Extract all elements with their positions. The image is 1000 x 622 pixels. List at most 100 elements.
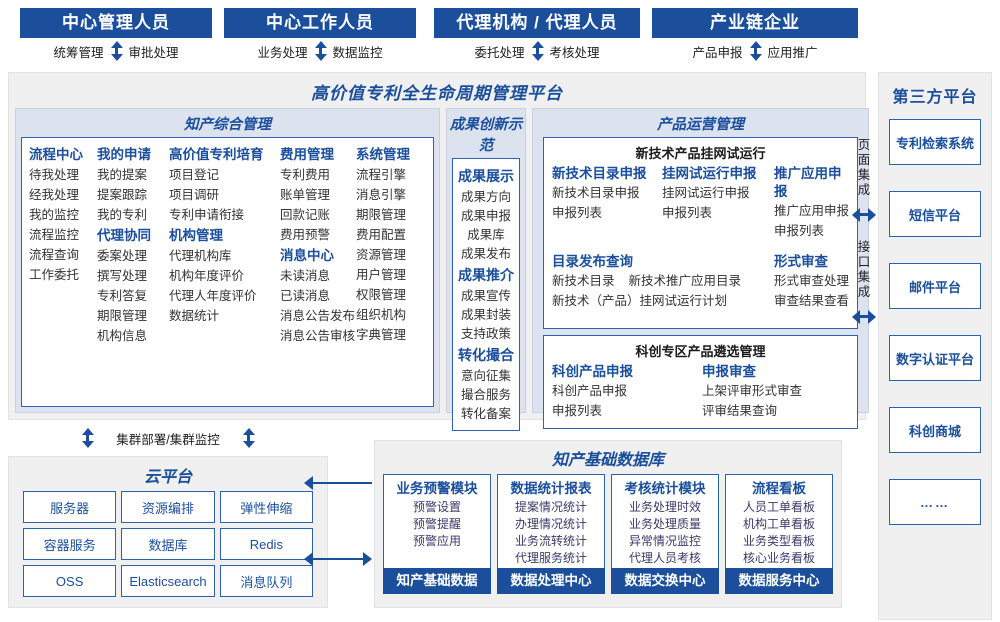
menu-item[interactable]: 期限管理 bbox=[356, 208, 407, 222]
menu-item[interactable]: 消息公告审核 bbox=[280, 329, 356, 343]
db-card-item[interactable]: 预警应用 bbox=[412, 534, 461, 548]
menu-item[interactable]: 项目登记 bbox=[169, 168, 220, 182]
menu-item[interactable]: 流程引擎 bbox=[356, 168, 407, 182]
menu-item[interactable]: 撰写处理 bbox=[97, 269, 148, 283]
menu-item[interactable]: 推广应用申报 bbox=[774, 204, 850, 218]
menu-item[interactable]: 科创产品申报 bbox=[552, 384, 628, 398]
menu-item[interactable]: 已读消息 bbox=[280, 289, 331, 303]
db-card-item[interactable]: 业务流转统计 bbox=[514, 534, 587, 548]
menu-item[interactable]: 组织机构 bbox=[356, 308, 407, 322]
db-card-item[interactable]: 提案情况统计 bbox=[514, 500, 587, 514]
menu-item[interactable]: 转化备案 bbox=[460, 407, 511, 421]
db-card-item[interactable]: 核心业务看板 bbox=[742, 551, 815, 565]
cloud-cell-database[interactable]: 数据库 bbox=[121, 528, 215, 560]
menu-item[interactable]: 项目调研 bbox=[169, 188, 220, 202]
menu-head[interactable]: 费用管理 bbox=[280, 147, 334, 162]
menu-head[interactable]: 代理协同 bbox=[97, 228, 151, 243]
role-card-1[interactable]: 中心工作人员 业务处理 数据监控 bbox=[224, 8, 416, 64]
menu-item[interactable]: 我的监控 bbox=[29, 208, 80, 222]
cloud-cell-orchestration[interactable]: 资源编排 bbox=[121, 491, 215, 523]
menu-item[interactable]: 费用配置 bbox=[356, 228, 407, 242]
third-party-item-patent-search[interactable]: 专利检索系统 bbox=[889, 119, 981, 165]
menu-item[interactable]: 成果宣传 bbox=[460, 289, 511, 303]
menu-item[interactable]: 提案跟踪 bbox=[97, 188, 148, 202]
menu-item[interactable]: 上架评审形式审查 bbox=[702, 384, 803, 398]
menu-item[interactable]: 数据统计 bbox=[169, 309, 220, 323]
db-card-item[interactable]: 办理情况统计 bbox=[514, 517, 587, 531]
menu-item[interactable]: 费用预警 bbox=[280, 228, 331, 242]
third-party-item-more[interactable]: …… bbox=[889, 479, 981, 525]
menu-item[interactable]: 机构年度评价 bbox=[169, 269, 245, 283]
menu-item[interactable]: 形式审查处理 bbox=[774, 274, 850, 288]
menu-item[interactable]: 申报列表 bbox=[552, 206, 603, 220]
menu-item[interactable]: 支持政策 bbox=[460, 327, 511, 341]
cloud-cell-mq[interactable]: 消息队列 bbox=[219, 565, 313, 597]
third-party-item-digital-cert[interactable]: 数字认证平台 bbox=[889, 335, 981, 381]
cloud-cell-server[interactable]: 服务器 bbox=[23, 491, 117, 523]
menu-item[interactable]: 资源管理 bbox=[356, 248, 407, 262]
menu-item[interactable]: 专利费用 bbox=[280, 168, 331, 182]
menu-item[interactable]: 机构信息 bbox=[97, 329, 148, 343]
menu-head[interactable]: 转化撮合 bbox=[458, 347, 514, 363]
db-card-item[interactable]: 机构工单看板 bbox=[742, 517, 815, 531]
menu-head[interactable]: 挂网试运行申报 bbox=[662, 166, 757, 181]
menu-item[interactable]: 申报列表 bbox=[552, 404, 603, 418]
db-card-item[interactable]: 代理服务统计 bbox=[514, 551, 587, 565]
db-footer-badge[interactable]: 数据交换中心 bbox=[611, 568, 719, 594]
menu-head[interactable]: 新技术目录申报 bbox=[552, 166, 647, 181]
menu-item[interactable]: 用户管理 bbox=[356, 268, 407, 282]
menu-item[interactable]: 经我处理 bbox=[29, 188, 80, 202]
menu-item[interactable]: 流程查询 bbox=[29, 248, 80, 262]
db-card-item[interactable]: 预警提醒 bbox=[412, 517, 461, 531]
menu-item[interactable]: 流程监控 bbox=[29, 228, 80, 242]
menu-item[interactable]: 字典管理 bbox=[356, 328, 407, 342]
menu-item[interactable]: 成果库 bbox=[467, 228, 505, 242]
cloud-cell-container[interactable]: 容器服务 bbox=[23, 528, 117, 560]
menu-item[interactable]: 代理人年度评价 bbox=[169, 289, 257, 303]
menu-item[interactable]: 我的专利 bbox=[97, 208, 148, 222]
menu-item[interactable]: 成果申报 bbox=[460, 209, 511, 223]
third-party-item-sms[interactable]: 短信平台 bbox=[889, 191, 981, 237]
menu-item[interactable]: 待我处理 bbox=[29, 168, 80, 182]
menu-head[interactable]: 成果推介 bbox=[458, 267, 514, 283]
menu-item[interactable]: 审查结果查看 bbox=[774, 294, 850, 308]
menu-head[interactable]: 我的申请 bbox=[97, 147, 151, 162]
db-card-item[interactable]: 人员工单看板 bbox=[742, 500, 815, 514]
db-card-item[interactable]: 业务处理质量 bbox=[628, 517, 701, 531]
menu-head[interactable]: 成果展示 bbox=[458, 168, 514, 184]
db-card-item[interactable]: 代理人员考核 bbox=[628, 551, 701, 565]
menu-item[interactable]: 新技术目录 bbox=[552, 274, 615, 288]
menu-item[interactable]: 委案处理 bbox=[97, 249, 148, 263]
menu-head[interactable]: 目录发布查询 bbox=[552, 254, 633, 269]
menu-head[interactable]: 形式审查 bbox=[774, 254, 828, 269]
menu-item[interactable]: 新技术目录申报 bbox=[552, 186, 640, 200]
menu-item[interactable]: 我的提案 bbox=[97, 168, 148, 182]
menu-item[interactable]: 评审结果查询 bbox=[702, 404, 778, 418]
db-card-item[interactable]: 异常情况监控 bbox=[628, 534, 701, 548]
menu-item[interactable]: 消息引擎 bbox=[356, 188, 407, 202]
menu-item[interactable]: 消息公告发布 bbox=[280, 309, 356, 323]
cloud-cell-redis[interactable]: Redis bbox=[219, 528, 313, 560]
cloud-cell-autoscaling[interactable]: 弹性伸缩 bbox=[219, 491, 313, 523]
menu-head[interactable]: 系统管理 bbox=[356, 147, 410, 162]
menu-item[interactable]: 成果封装 bbox=[460, 308, 511, 322]
menu-item[interactable]: 回款记账 bbox=[280, 208, 331, 222]
db-footer-badge[interactable]: 知产基础数据 bbox=[383, 568, 491, 594]
menu-item[interactable]: 账单管理 bbox=[280, 188, 331, 202]
menu-item[interactable]: 撮合服务 bbox=[460, 388, 511, 402]
cloud-cell-oss[interactable]: OSS bbox=[23, 565, 117, 597]
menu-head[interactable]: 高价值专利培育 bbox=[169, 147, 264, 162]
menu-head[interactable]: 推广应用申报 bbox=[774, 166, 842, 199]
menu-item[interactable]: 工作委托 bbox=[29, 268, 80, 282]
db-footer-badge[interactable]: 数据处理中心 bbox=[497, 568, 605, 594]
db-card-item[interactable]: 业务类型看板 bbox=[742, 534, 815, 548]
menu-item[interactable]: 新技术推广应用目录 bbox=[628, 274, 742, 288]
role-card-2[interactable]: 代理机构 / 代理人员 委托处理 考核处理 bbox=[434, 8, 640, 64]
cloud-cell-elasticsearch[interactable]: Elasticsearch bbox=[121, 565, 215, 597]
menu-item[interactable]: 专利申请衔接 bbox=[169, 208, 245, 222]
menu-item[interactable]: 期限管理 bbox=[97, 309, 148, 323]
menu-item[interactable]: 新技术（产品）挂网试运行计划 bbox=[552, 294, 728, 308]
db-card-item[interactable]: 业务处理时效 bbox=[628, 500, 701, 514]
menu-item[interactable]: 权限管理 bbox=[356, 288, 407, 302]
menu-head[interactable]: 流程中心 bbox=[29, 147, 83, 162]
